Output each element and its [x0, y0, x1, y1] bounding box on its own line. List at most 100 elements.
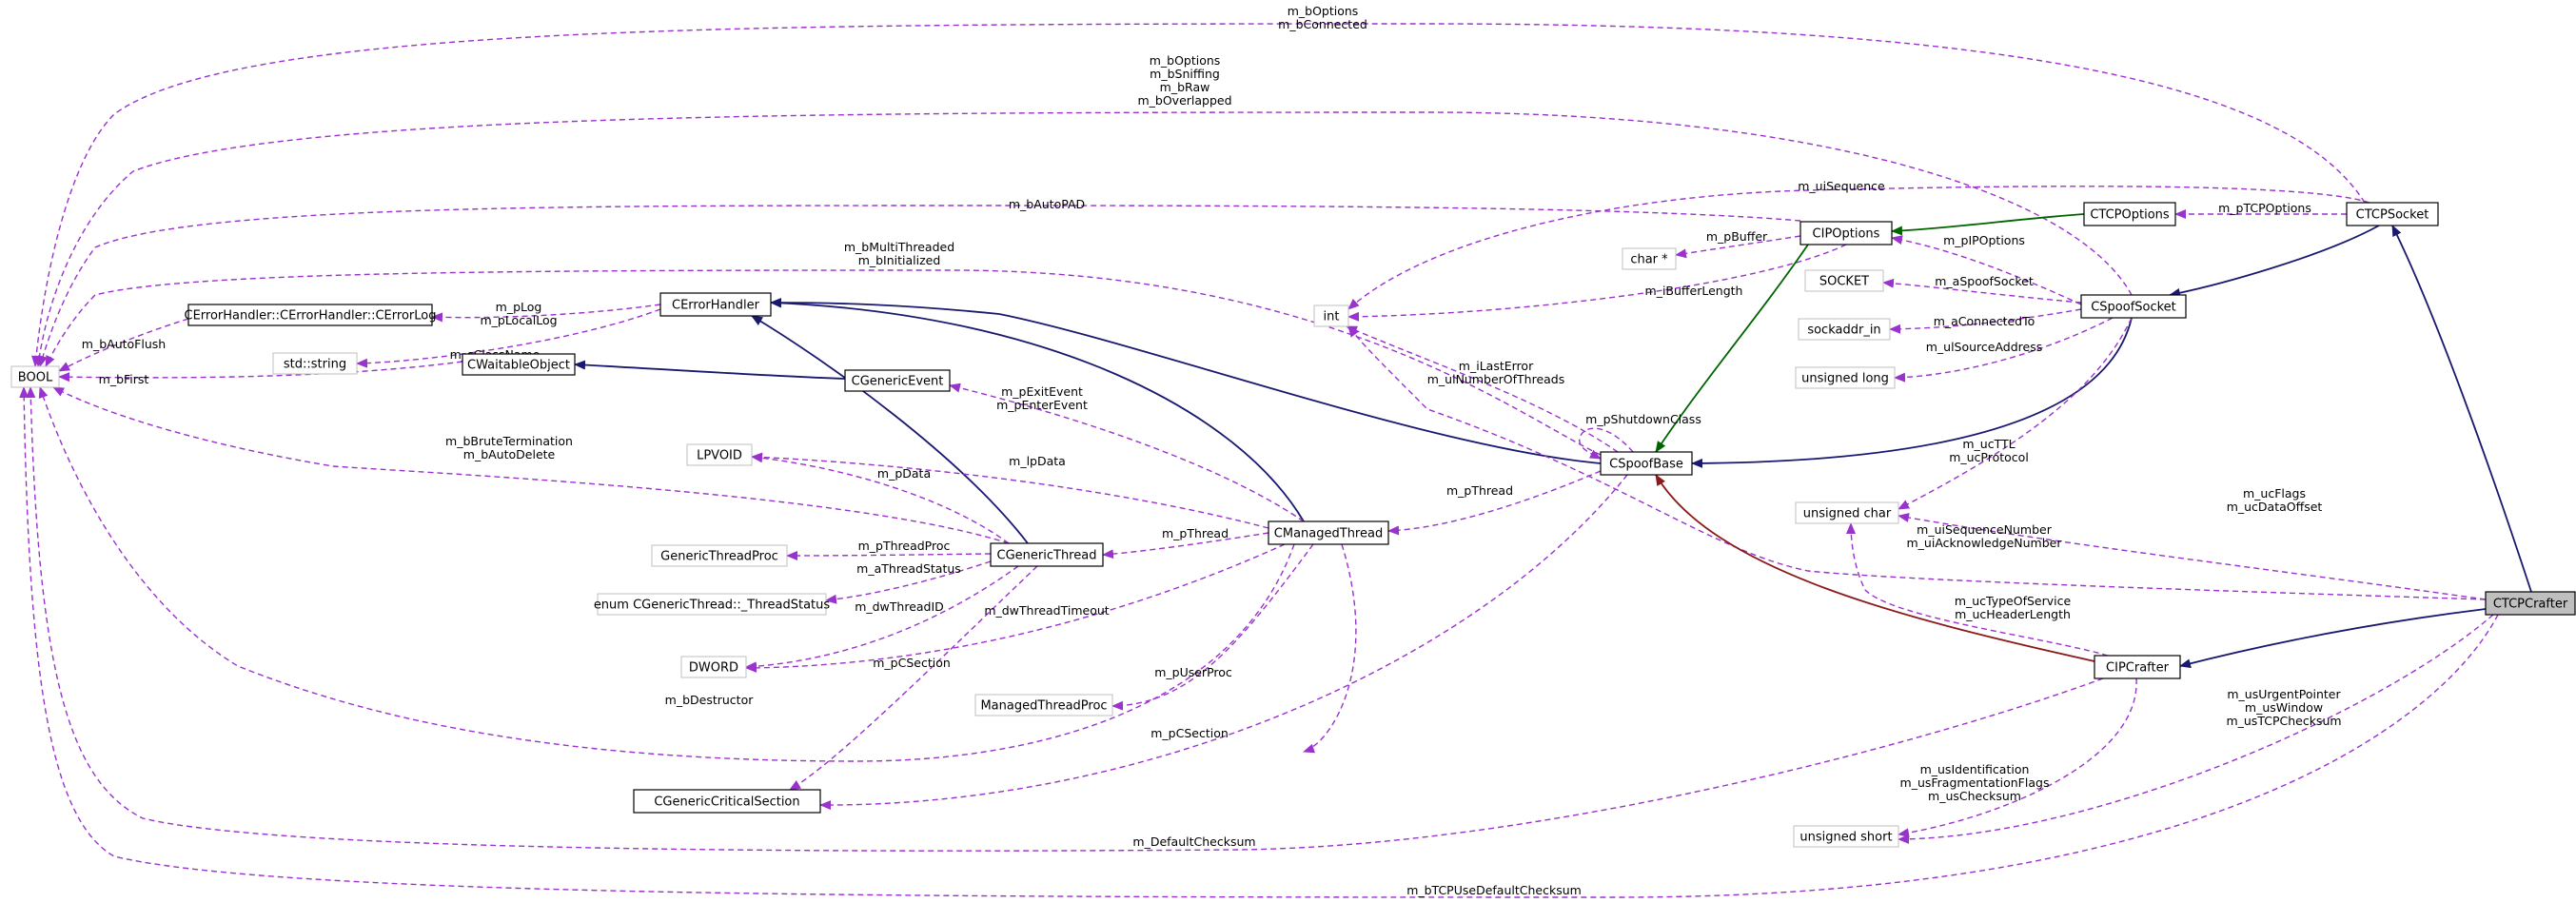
edge-ctcpcrafter-to-ctcpsocket — [2391, 225, 2532, 593]
edge-label: m_pTCPOptions — [2218, 201, 2311, 215]
node-label: int — [1324, 310, 1340, 324]
node-uchar[interactable]: unsigned char — [1795, 501, 1899, 524]
edge-label: m_ulSourceAddress — [1926, 340, 2043, 354]
node-threadstatus[interactable]: enum CGenericThread::_ThreadStatus — [594, 593, 831, 616]
node-label: CGenericThread — [997, 549, 1097, 563]
node-cerrorlog[interactable]: CErrorHandler::CErrorHandler::CErrorLog — [185, 304, 437, 326]
node-stdstring[interactable]: std::string — [272, 352, 358, 375]
edge-cmanagedthread-to-cerrorhandler — [770, 298, 1305, 522]
edge-label: m_usUrgentPointer — [2227, 687, 2341, 701]
node-int[interactable]: int — [1313, 304, 1349, 327]
node-managedthreadproc[interactable]: ManagedThreadProc — [974, 694, 1113, 717]
edge-labels-layer: m_bOptionsm_bConnectedm_bOptionsm_bSniff… — [82, 4, 2342, 897]
node-cwaitableobject[interactable]: CWaitableObject — [462, 353, 576, 376]
edge-label: m_pThreadProc — [858, 539, 951, 553]
edge-label: m_pIPOptions — [1943, 233, 2025, 247]
edge-cspoofsocket-to-bool — [34, 111, 2133, 367]
node-cipcrafter[interactable]: CIPCrafter — [2094, 655, 2181, 679]
nodes-layer: BOOL CErrorHandler::CErrorHandler::CError… — [10, 202, 2576, 848]
edge-cspoofsocket-to-sockaddr-in — [1889, 308, 2082, 334]
node-label: DWORD — [689, 661, 738, 676]
edge-label: m_aThreadStatus — [856, 561, 961, 576]
edge-label: m_dwThreadID — [855, 599, 944, 614]
edge-cspoofsocket-to-socket — [1882, 278, 2082, 304]
edge-cspoofsocket-to-ulong — [1894, 317, 2114, 383]
node-box — [272, 352, 358, 375]
node-label: CGenericEvent — [852, 375, 944, 389]
edge-cgenericthread-to-genericthreadproc — [786, 550, 992, 560]
node-ctcpsocket[interactable]: CTCPSocket — [2346, 202, 2439, 226]
edge-cgenericevent-to-cwaitableobject — [574, 360, 846, 380]
edge-label: m_pBuffer — [1706, 229, 1768, 244]
node-ulong[interactable]: unsigned long — [1795, 366, 1896, 389]
node-cgenericcriticalsection[interactable]: CGenericCriticalSection — [633, 789, 821, 814]
edge-cerrorhandler-to-stdstring — [356, 308, 661, 368]
node-box — [10, 365, 60, 388]
node-cspoofbase[interactable]: CSpoofBase — [1600, 451, 1693, 476]
edge-label: m_bAutoDelete — [463, 447, 556, 461]
node-box — [2485, 591, 2576, 616]
edge-cipoptions-to-cspoofbase — [1655, 244, 1809, 453]
edge-ctcpcrafter-to-uchar — [1898, 513, 2487, 600]
node-box — [1313, 304, 1349, 327]
node-cgenericthread[interactable]: CGenericThread — [990, 542, 1104, 567]
edge-ctcpsocket-to-cspoofsocket — [2169, 225, 2380, 298]
node-label: CGenericCriticalSection — [654, 795, 799, 810]
node-lpvoid[interactable]: LPVOID — [686, 443, 753, 466]
node-box — [680, 656, 747, 678]
node-dword[interactable]: DWORD — [680, 656, 747, 678]
node-box — [1795, 501, 1899, 524]
node-label: enum CGenericThread::_ThreadStatus — [594, 599, 831, 613]
node-ctcpoptions[interactable]: CTCPOptions — [2083, 202, 2176, 226]
edge-ctcpcrafter-to-ushort — [1898, 614, 2494, 844]
edge-label: m_ulNumberOfThreads — [1427, 372, 1565, 386]
edge-cipcrafter-to-ushort — [1898, 677, 2137, 838]
edge-cspoofbase-to-cgenericcriticalsection — [819, 474, 1628, 811]
node-box — [1804, 269, 1884, 292]
edge-label: m_ucTTL — [1962, 437, 2015, 451]
node-cspoofsocket[interactable]: CSpoofSocket — [2080, 294, 2187, 319]
edge-label: m_bOptions — [1150, 53, 1221, 68]
edge-label: m_DefaultChecksum — [1132, 834, 1255, 849]
node-box — [1798, 318, 1891, 341]
node-label: unsigned short — [1799, 831, 1892, 845]
node-cgenericevent[interactable]: CGenericEvent — [844, 369, 951, 392]
edge-cipcrafter-to-cspoofbase — [1655, 474, 2095, 662]
edge-cipoptions-to-charptr — [1675, 235, 1801, 259]
node-label: CSpoofSocket — [2091, 301, 2176, 315]
node-ctcpcrafter[interactable]: CTCPCrafter — [2485, 591, 2576, 616]
edge-cgenericthread-to-cgenericcriticalsection — [789, 565, 1038, 791]
edge-label: m_usWindow — [2245, 700, 2323, 715]
node-genericthreadproc[interactable]: GenericThreadProc — [651, 544, 788, 567]
edge-label: m_usIdentification — [1920, 762, 2030, 776]
edges-layer — [19, 23, 2532, 898]
edge-label: m_usTCPChecksum — [2226, 714, 2341, 728]
node-box — [1600, 451, 1693, 476]
node-cerrorhandler[interactable]: CErrorHandler — [659, 292, 772, 317]
node-bool[interactable]: BOOL — [10, 365, 60, 388]
edge-label: m_bRaw — [1160, 80, 1210, 94]
edge-cspoofbase-to-cmanagedthread — [1387, 470, 1602, 536]
edge-label: m_bAutoPAD — [1009, 197, 1085, 211]
node-socket[interactable]: SOCKET — [1804, 269, 1884, 292]
node-box — [2346, 202, 2439, 226]
node-ushort[interactable]: unsigned short — [1793, 825, 1899, 848]
node-box — [974, 694, 1113, 717]
node-cmanagedthread[interactable]: CManagedThread — [1268, 520, 1389, 545]
edge-label: m_pThread — [1446, 483, 1513, 498]
edge-label: m_usChecksum — [1928, 789, 2021, 803]
node-box — [1622, 247, 1677, 270]
edge-label: m_pCSection — [1150, 726, 1229, 740]
edge-label: m_bFirst — [99, 372, 149, 386]
edge-label: m_pLog — [496, 300, 542, 314]
node-cipoptions[interactable]: CIPOptions — [1799, 221, 1893, 245]
edge-cspoofsocket-to-uchar — [1898, 317, 2133, 510]
edge-cmanagedthread-to-cgenericthread — [1102, 532, 1269, 559]
edge-cgenericthread-to-cerrorhandler — [751, 315, 1029, 544]
node-sockaddr-in[interactable]: sockaddr_in — [1798, 318, 1891, 341]
edge-label: m_bDestructor — [665, 693, 755, 707]
node-label: CIPOptions — [1813, 227, 1880, 242]
node-box — [633, 789, 821, 814]
node-charptr[interactable]: char * — [1622, 247, 1677, 270]
edge-cspoofbase-to-int — [1346, 325, 1619, 453]
